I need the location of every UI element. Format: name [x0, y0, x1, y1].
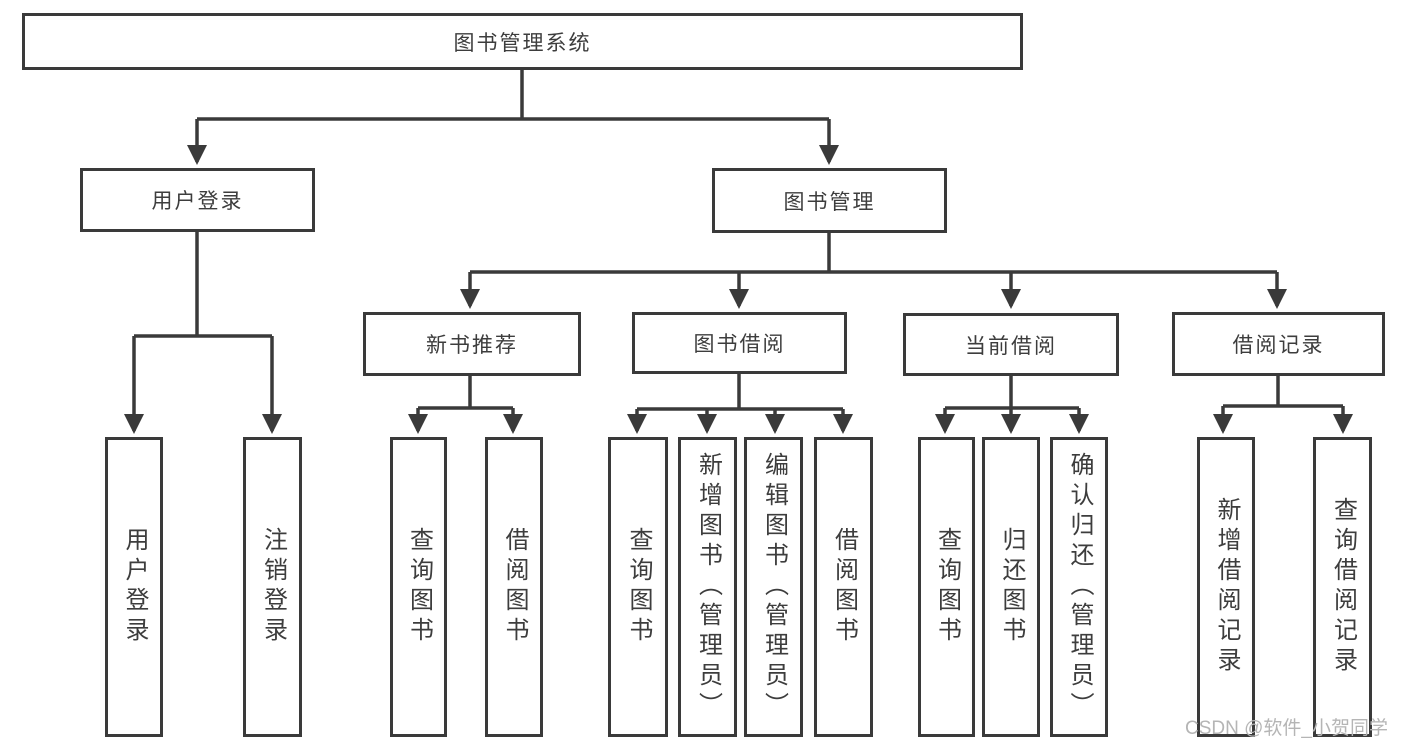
- leaf-query-books-borrow: 查询图书: [608, 437, 668, 737]
- csdn-watermark: CSDN @软件_小贺同学: [1185, 718, 1388, 739]
- leaf-user-login: 用户登录: [105, 437, 163, 737]
- leaf-query-borrow-record: 查询借阅记录: [1313, 437, 1372, 737]
- leaf-edit-book-admin: 编辑图书（管理员）: [744, 437, 803, 737]
- leaf-add-book-admin: 新增图书（管理员）: [678, 437, 737, 737]
- node-book-management: 图书管理: [712, 168, 947, 233]
- leaf-query-books-recommend: 查询图书: [390, 437, 447, 737]
- node-current-borrow: 当前借阅: [903, 313, 1119, 376]
- node-user-login: 用户登录: [80, 168, 315, 232]
- leaf-logout: 注销登录: [243, 437, 302, 737]
- node-borrow-records: 借阅记录: [1172, 312, 1385, 376]
- leaf-return-book: 归还图书: [982, 437, 1040, 737]
- node-book-borrow: 图书借阅: [632, 312, 847, 374]
- node-new-book-recommend: 新书推荐: [363, 312, 581, 376]
- leaf-query-books-current: 查询图书: [918, 437, 975, 737]
- leaf-add-borrow-record: 新增借阅记录: [1197, 437, 1255, 737]
- leaf-borrow-books-recommend: 借阅图书: [485, 437, 543, 737]
- node-root: 图书管理系统: [22, 13, 1023, 70]
- leaf-confirm-return-admin: 确认归还（管理员）: [1050, 437, 1108, 737]
- leaf-borrow-books: 借阅图书: [814, 437, 873, 737]
